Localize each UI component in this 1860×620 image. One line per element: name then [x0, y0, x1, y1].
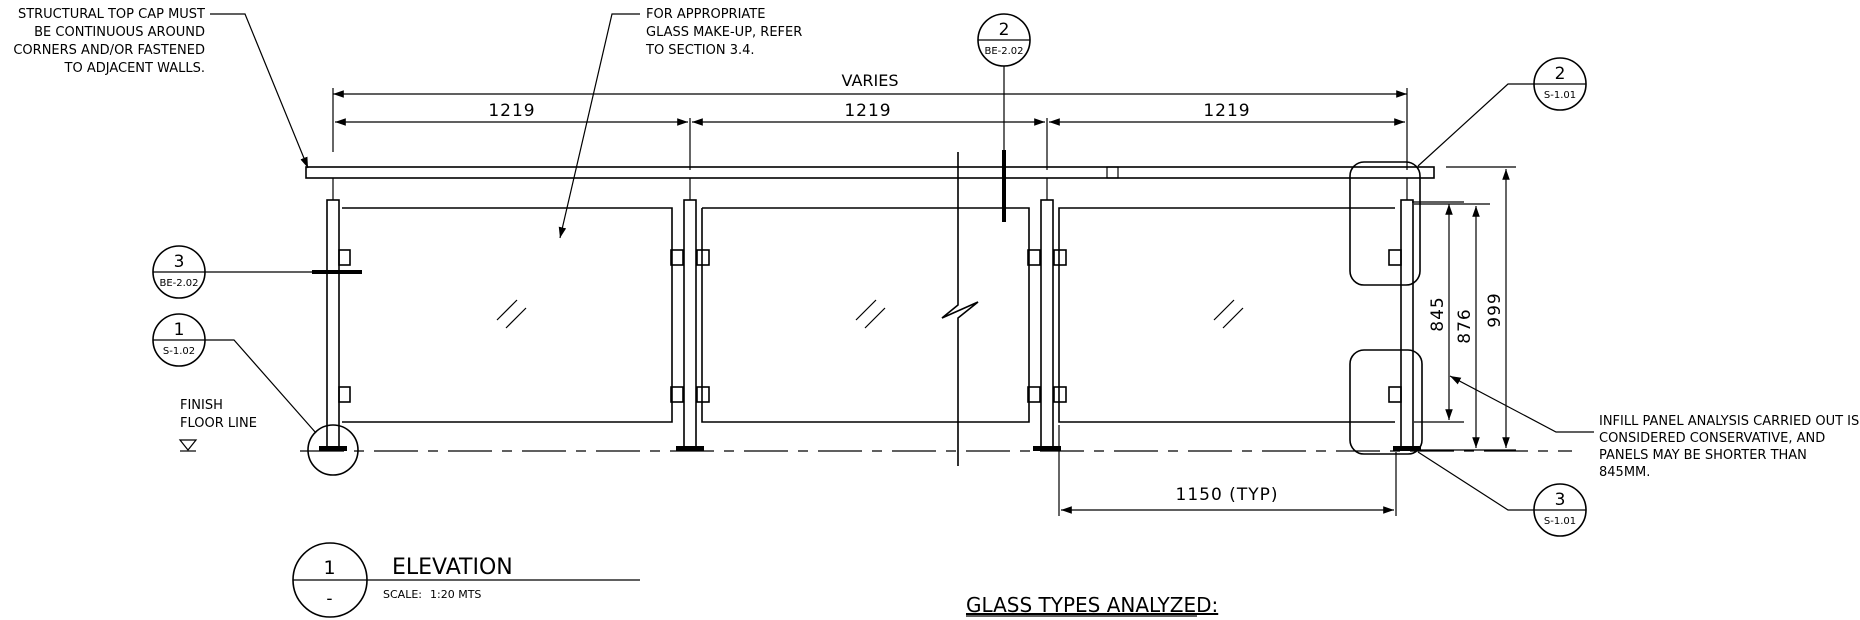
- callout-right-upper-number: 2: [1555, 64, 1566, 84]
- note-infill-line-2: CONSIDERED CONSERVATIVE, AND: [1599, 431, 1825, 446]
- dim-overall-label: VARIES: [842, 71, 899, 90]
- glass-types-heading: GLASS TYPES ANALYZED:: [966, 593, 1218, 617]
- title-block-scale-value: 1:20 MTS: [430, 588, 481, 601]
- title-block-title: ELEVATION: [392, 555, 513, 580]
- callout-right-lower-sheet: S-1.01: [1544, 516, 1576, 527]
- glass-panel-3: [1058, 207, 1395, 423]
- glass-panel-2: [701, 207, 1030, 423]
- dim-panel-label: 1150 (TYP): [1176, 485, 1279, 505]
- callout-right-lower-number: 3: [1555, 490, 1566, 510]
- detail-outline-lower: [1349, 349, 1423, 455]
- callout-right-lower: 3 S-1.01: [1533, 483, 1587, 537]
- note-infill: INFILL PANEL ANALYSIS CARRIED OUT IS CON…: [1599, 414, 1859, 480]
- note-finish-floor-line-1: FINISH: [180, 398, 223, 413]
- detail-outline-upper: [1349, 161, 1421, 286]
- note-glass-makeup-line-3: TO SECTION 3.4.: [645, 43, 755, 58]
- note-top-cap-line-3: CORNERS AND/OR FASTENED: [13, 43, 205, 58]
- title-block-scale-label: SCALE:: [383, 588, 422, 601]
- callout-left-upper-number: 3: [174, 252, 185, 272]
- top-cap-splice: [1106, 166, 1119, 179]
- post-4: [1388, 178, 1421, 451]
- title-block-sheet: -: [326, 589, 333, 609]
- structural-top-cap: [305, 166, 1435, 179]
- leader-top-cap: [210, 13, 309, 169]
- post-2: [670, 178, 710, 451]
- title-block-number: 1: [323, 557, 336, 579]
- callout-top: 2 BE-2.02: [977, 13, 1031, 67]
- callout-right-upper-sheet: S-1.01: [1544, 90, 1576, 101]
- note-glass-makeup-line-1: FOR APPROPRIATE: [646, 7, 765, 22]
- leader-infill-note: [1449, 375, 1594, 433]
- note-finish-floor-line-2: FLOOR LINE: [180, 416, 257, 431]
- note-top-cap: STRUCTURAL TOP CAP MUST BE CONTINUOUS AR…: [13, 7, 205, 76]
- post-3: [1027, 178, 1067, 451]
- callout-left-lower-number: 1: [174, 320, 185, 340]
- note-top-cap-line-4: TO ADJACENT WALLS.: [64, 61, 205, 76]
- leader-callout-right-lower: [1417, 451, 1534, 511]
- callout-left-upper: 3 BE-2.02: [152, 245, 206, 299]
- post-1: [319, 178, 351, 451]
- title-block: 1 - ELEVATION SCALE: 1:20 MTS: [292, 542, 640, 618]
- dim-bay-3-label: 1219: [1203, 101, 1250, 121]
- callout-top-sheet: BE-2.02: [984, 46, 1023, 57]
- callout-right-upper: 2 S-1.01: [1533, 57, 1587, 111]
- dim-bay-2-label: 1219: [844, 101, 891, 121]
- callout-top-number: 2: [999, 20, 1010, 40]
- leader-callout-right-upper: [1417, 83, 1534, 167]
- note-infill-line-1: INFILL PANEL ANALYSIS CARRIED OUT IS: [1599, 414, 1859, 429]
- callout-left-lower-sheet: S-1.02: [163, 346, 195, 357]
- note-infill-line-4: 845MM.: [1599, 465, 1650, 480]
- note-finish-floor: FINISH FLOOR LINE: [180, 398, 257, 431]
- dim-h876-label: 876: [1455, 308, 1475, 343]
- note-glass-makeup-line-2: GLASS MAKE-UP, REFER: [646, 25, 802, 40]
- note-infill-line-3: PANELS MAY BE SHORTER THAN: [1599, 448, 1807, 463]
- dim-h845-label: 845: [1428, 296, 1448, 331]
- dim-bay-1-label: 1219: [488, 101, 535, 121]
- note-top-cap-line-1: STRUCTURAL TOP CAP MUST: [18, 7, 205, 22]
- leader-callout-left-lower: [205, 339, 317, 434]
- break-line: [941, 152, 979, 466]
- note-glass-makeup: FOR APPROPRIATE GLASS MAKE-UP, REFER TO …: [645, 7, 802, 58]
- callout-left-lower: 1 S-1.02: [152, 313, 206, 367]
- glass-panel-1: [342, 207, 673, 423]
- detail-circle-base: [307, 424, 359, 476]
- leader-glass-makeup: [558, 13, 640, 239]
- floor-level-triangle-icon: [178, 439, 198, 451]
- callout-left-upper-sheet: BE-2.02: [159, 278, 198, 289]
- note-top-cap-line-2: BE CONTINUOUS AROUND: [34, 25, 205, 40]
- dim-h999-label: 999: [1485, 292, 1505, 327]
